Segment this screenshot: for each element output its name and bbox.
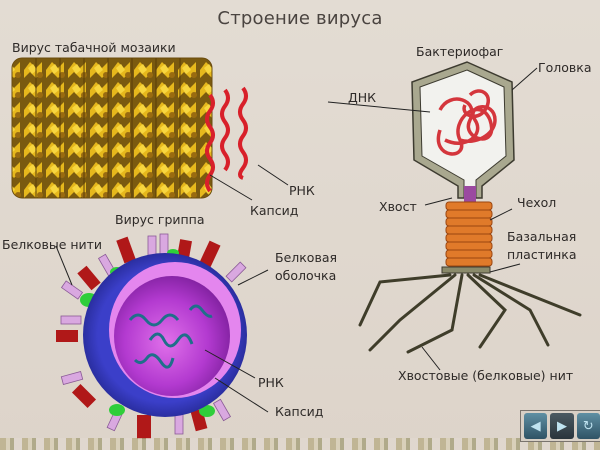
influenza-envelope-label-1: Белковая <box>275 250 337 265</box>
phage-tail-fibers <box>358 273 582 354</box>
phage-sheath-label: Чехол <box>517 195 557 210</box>
tmv-heading: Вирус табачной мозаики <box>12 40 176 55</box>
tmv-capsid-label: Капсид <box>250 203 299 218</box>
replay-icon: ↻ <box>582 418 594 434</box>
replay-button[interactable]: ↻ <box>576 413 600 439</box>
arrow-right-icon: ▶ <box>556 418 567 434</box>
phage-head-label: Головка <box>538 60 592 75</box>
next-slide-button[interactable]: ▶ <box>550 413 574 439</box>
arrow-left-icon: ◀ <box>530 418 541 434</box>
phage-sheath <box>445 201 493 267</box>
tmv-rna-label: РНК <box>289 183 315 198</box>
influenza-heading: Вирус гриппа <box>115 212 205 227</box>
influenza-capsid-label: Капсид <box>275 404 324 419</box>
phage-baseplate-label-1: Базальная <box>507 229 577 244</box>
phage-baseplate-label-2: пластинка <box>507 247 577 262</box>
tmv-capsid <box>11 57 213 199</box>
phage-dna-label: ДНК <box>348 90 377 105</box>
phage-baseplate <box>441 266 491 274</box>
influenza-envelope-label-2: оболочка <box>275 268 337 283</box>
previous-slide-button[interactable]: ◀ <box>524 413 548 439</box>
phage-heading: Бактериофаг <box>416 44 504 59</box>
phage-tail-label: Хвост <box>379 199 417 214</box>
slide-title: Строение вируса <box>217 8 383 29</box>
slide-navigation: ◀ ▶ ↻ <box>520 410 600 442</box>
tmv-rna <box>205 86 248 193</box>
decorative-fern-border <box>0 438 600 450</box>
influenza-rna <box>128 304 213 369</box>
influenza-rna-label: РНК <box>258 375 284 390</box>
phage-head <box>411 61 515 199</box>
influenza-protein-filaments-label: Белковые нити <box>2 237 103 252</box>
phage-tail-core <box>464 186 476 206</box>
phage-tail-fibers-label: Хвостовые (белковые) нит <box>398 368 574 383</box>
